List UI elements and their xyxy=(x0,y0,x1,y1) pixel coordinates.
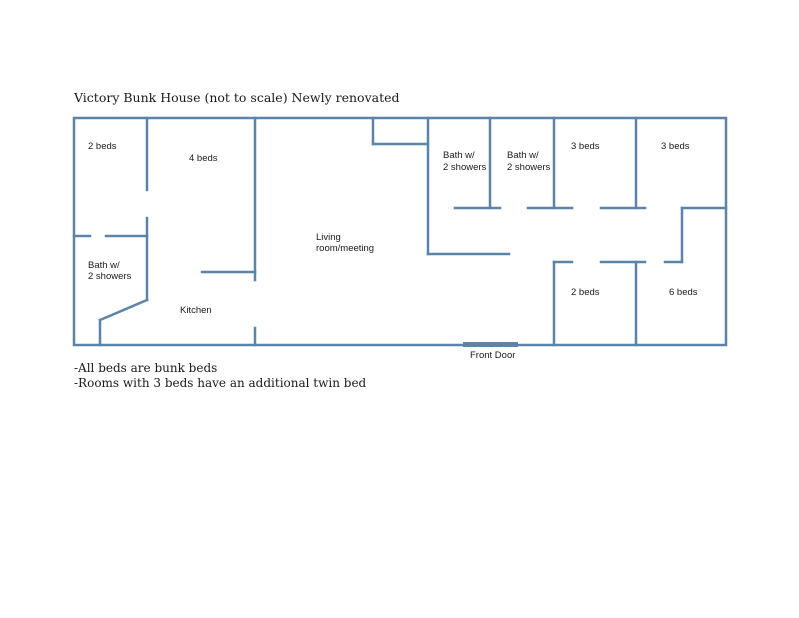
outer-wall xyxy=(72,116,728,347)
room-label-2-beds: 2 beds xyxy=(88,141,117,152)
note-line: -All beds are bunk beds xyxy=(74,361,218,375)
room-label-3-beds-b: 3 beds xyxy=(661,141,690,152)
room-label-2-beds-bottom: 2 beds xyxy=(571,287,600,298)
room-label-bath-left: Bath w/ xyxy=(88,260,120,271)
room-label-bath-mid2: Bath w/ xyxy=(507,150,539,161)
wall xyxy=(98,298,149,322)
note-line: -Rooms with 3 beds have an additional tw… xyxy=(74,376,367,390)
walls xyxy=(72,116,728,347)
room-label-4-beds: 4 beds xyxy=(189,153,218,164)
room-label-bath-left-showers: 2 showers xyxy=(88,271,132,282)
room-label-bath-mid2-showers: 2 showers xyxy=(507,162,551,173)
front-door xyxy=(463,342,518,347)
room-label-3-beds-a: 3 beds xyxy=(571,141,600,152)
room-label-living: Living xyxy=(316,232,341,243)
plan-title: Victory Bunk House (not to scale) Newly … xyxy=(74,90,400,105)
room-label-6-beds: 6 beds xyxy=(669,287,698,298)
room-label-bath-mid1: Bath w/ xyxy=(443,150,475,161)
room-label-kitchen: Kitchen xyxy=(180,305,212,316)
front-door-label: Front Door xyxy=(470,350,515,361)
notes: -All beds are bunk beds -Rooms with 3 be… xyxy=(74,361,366,391)
room-label-living-meeting: room/meeting xyxy=(316,243,374,254)
room-label-bath-mid1-showers: 2 showers xyxy=(443,162,487,173)
